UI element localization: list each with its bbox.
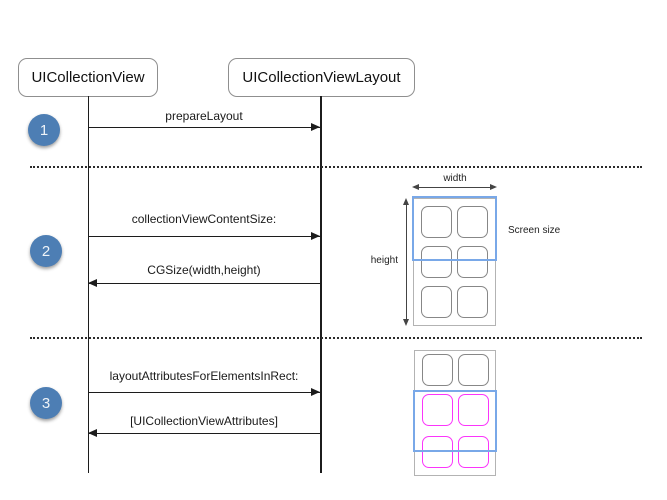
width-dimension-label: width xyxy=(443,173,467,184)
message-label-uicollectionviewattributes: [UICollectionViewAttributes] xyxy=(130,414,278,428)
screen-size-rect-step2 xyxy=(412,196,497,261)
width-dimension-arrow xyxy=(417,187,492,188)
message-line-uicollectionviewattributes xyxy=(88,433,320,434)
arrowhead-left-icon xyxy=(88,279,97,287)
arrowhead-right-icon xyxy=(490,184,497,190)
arrowhead-right-icon xyxy=(311,123,320,131)
grid-cell-highlighted xyxy=(458,436,489,468)
arrowhead-left-icon xyxy=(88,429,97,437)
actor-box-uicollectionview: UICollectionView xyxy=(18,58,158,97)
height-dimension-label: height xyxy=(370,255,398,266)
grid-cell-highlighted xyxy=(422,394,453,426)
grid-cell xyxy=(457,206,488,238)
arrowhead-up-icon xyxy=(403,198,409,205)
section-separator-1 xyxy=(30,166,642,168)
section-separator-2 xyxy=(30,337,642,339)
height-dimension-arrow xyxy=(406,202,407,322)
message-label-cgsize: CGSize(width,height) xyxy=(147,263,261,277)
actor-label-uicollectionview: UICollectionView xyxy=(31,69,145,86)
arrowhead-down-icon xyxy=(403,319,409,326)
content-grid-step2 xyxy=(413,198,496,326)
message-line-layoutattributesforelementsinrect xyxy=(88,392,320,393)
actor-label-uicollectionviewlayout: UICollectionViewLayout xyxy=(242,69,401,86)
grid-cell-highlighted xyxy=(422,436,453,468)
grid-cell xyxy=(421,286,452,318)
step-badge-3: 3 xyxy=(30,387,62,419)
step-number-1: 1 xyxy=(39,121,49,139)
grid-cell xyxy=(458,354,489,386)
grid-cell xyxy=(421,246,452,278)
actor-box-uicollectionviewlayout: UICollectionViewLayout xyxy=(228,58,415,97)
grid-cell xyxy=(457,286,488,318)
lifeline-uicollectionviewlayout xyxy=(320,96,322,473)
grid-cell xyxy=(457,246,488,278)
message-line-cgsize xyxy=(88,283,320,284)
step-badge-1: 1 xyxy=(28,114,60,146)
step-badge-2: 2 xyxy=(30,235,62,267)
message-label-layoutattributesforelementsinrect: layoutAttributesForElementsInRect: xyxy=(109,369,299,383)
message-line-preparelayout xyxy=(88,127,320,128)
arrowhead-right-icon xyxy=(311,232,320,240)
message-label-collectionviewcontentsize: collectionViewContentSize: xyxy=(131,212,277,226)
screen-size-label: Screen size xyxy=(508,225,561,236)
arrowhead-right-icon xyxy=(311,388,320,396)
grid-cell xyxy=(422,354,453,386)
message-label-preparelayout: prepareLayout xyxy=(165,109,243,123)
content-grid-step3 xyxy=(414,350,496,476)
step-number-3: 3 xyxy=(41,394,51,412)
screen-size-rect-step3 xyxy=(413,390,497,452)
arrowhead-left-icon xyxy=(412,184,419,190)
message-line-collectionviewcontentsize xyxy=(88,236,320,237)
grid-cell-highlighted xyxy=(458,394,489,426)
step-number-2: 2 xyxy=(41,242,51,260)
grid-cell xyxy=(421,206,452,238)
